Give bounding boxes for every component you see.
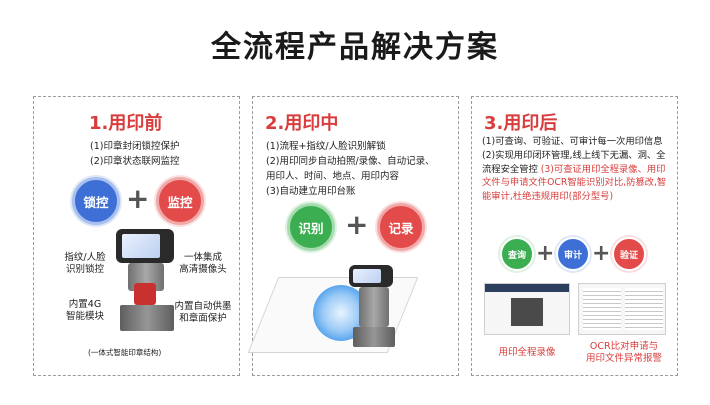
- ocr-compare-screenshot: [578, 283, 666, 335]
- callout-line: 高清摄像头: [179, 264, 227, 275]
- description-highlight: (3)可查证用印全程录像、用印文件与申请文件OCR智能识别对比,防篡改,智能审计…: [482, 163, 667, 203]
- panel-description: (1)流程+指纹/人脸识别解锁 (2)用印同步自动拍照/录像、自动记录、 用印人…: [266, 139, 456, 199]
- plus-icon: +: [592, 241, 611, 266]
- device-body: [359, 287, 389, 327]
- description-line: (2)印章状态联网监控: [90, 156, 180, 167]
- fingerprint-callout: 指纹/人脸 识别锁控: [52, 252, 118, 276]
- video-record-caption: 用印全程录像: [498, 347, 556, 358]
- callout-line: 内置4G: [68, 299, 102, 310]
- device-base: [120, 305, 174, 331]
- ocr-compare-caption: OCR比对申请与 用印文件异常报警: [576, 341, 672, 365]
- panel-before-stamping: 1.用印前 (1)印章封闭锁控保护 (2)印章状态联网监控 锁控 + 监控 指纹…: [33, 96, 240, 376]
- panel-description: (1)可查询、可验证、可审计每一次用印信息 (2)实现用印闭环管理,线上线下无漏…: [482, 135, 674, 204]
- ink-callout: 内置自动供墨 和章面保护: [168, 301, 238, 325]
- panel-during-stamping: 2.用印中 (1)流程+指纹/人脸识别解锁 (2)用印同步自动拍照/录像、自动记…: [247, 96, 459, 376]
- verify-badge: 验证: [612, 237, 646, 271]
- callout-line: 指纹/人脸: [64, 252, 106, 263]
- device-screen: [122, 234, 160, 258]
- description-line: 用印人、时间、地点、用印内容: [266, 171, 400, 182]
- query-badge: 查询: [500, 237, 534, 271]
- video-frame: [511, 298, 543, 326]
- page-title: 全流程产品解决方案: [211, 30, 499, 65]
- callout-line: 识别锁控: [65, 264, 104, 275]
- description-line: (2)用印同步自动拍照/录像、自动记录、: [266, 156, 435, 167]
- panel-description: (1)印章封闭锁控保护 (2)印章状态联网监控: [90, 139, 240, 169]
- lock-control-badge: 锁控: [72, 177, 120, 225]
- caption-line: OCR比对申请与: [589, 341, 659, 352]
- monitor-badge: 监控: [156, 177, 204, 225]
- document-page: [625, 288, 663, 330]
- device-base: [353, 327, 395, 347]
- structure-note: (一体式智能印章结构): [88, 348, 162, 357]
- module-callout: 内置4G 智能模块: [52, 299, 118, 323]
- panel-after-stamping: 3.用印后 (1)可查询、可验证、可审计每一次用印信息 (2)实现用印闭环管理,…: [471, 96, 678, 376]
- callout-line: 内置自动供墨: [174, 301, 232, 312]
- callout-line: 和章面保护: [179, 313, 227, 324]
- camera-callout: 一体集成 高清摄像头: [170, 252, 236, 276]
- panel-title: 3.用印后: [484, 113, 558, 134]
- video-record-screenshot: [484, 283, 570, 335]
- plus-icon: +: [126, 182, 150, 215]
- document-page: [583, 288, 621, 330]
- record-badge: 记录: [377, 203, 425, 251]
- window-titlebar: [485, 284, 569, 292]
- description-line: (1)流程+指纹/人脸识别解锁: [266, 141, 386, 152]
- panel-title: 2.用印中: [265, 113, 339, 134]
- plus-icon: +: [345, 208, 369, 241]
- ink-cartridge: [134, 283, 156, 305]
- audit-badge: 审计: [556, 237, 590, 271]
- identify-badge: 识别: [287, 203, 335, 251]
- callout-line: 一体集成: [183, 252, 222, 263]
- plus-icon: +: [536, 241, 555, 266]
- description-line: (1)印章封闭锁控保护: [90, 141, 180, 152]
- callout-line: 智能模块: [65, 311, 104, 322]
- caption-line: 用印文件异常报警: [585, 353, 662, 364]
- panel-title: 1.用印前: [89, 113, 163, 134]
- description-text: (1)可查询、可验证、可审计每一次用印信息 (2)实现用印闭环管理,线上线下无漏…: [482, 136, 666, 175]
- description-line: (3)自动建立用印台账: [266, 186, 356, 197]
- device-screen: [353, 269, 381, 283]
